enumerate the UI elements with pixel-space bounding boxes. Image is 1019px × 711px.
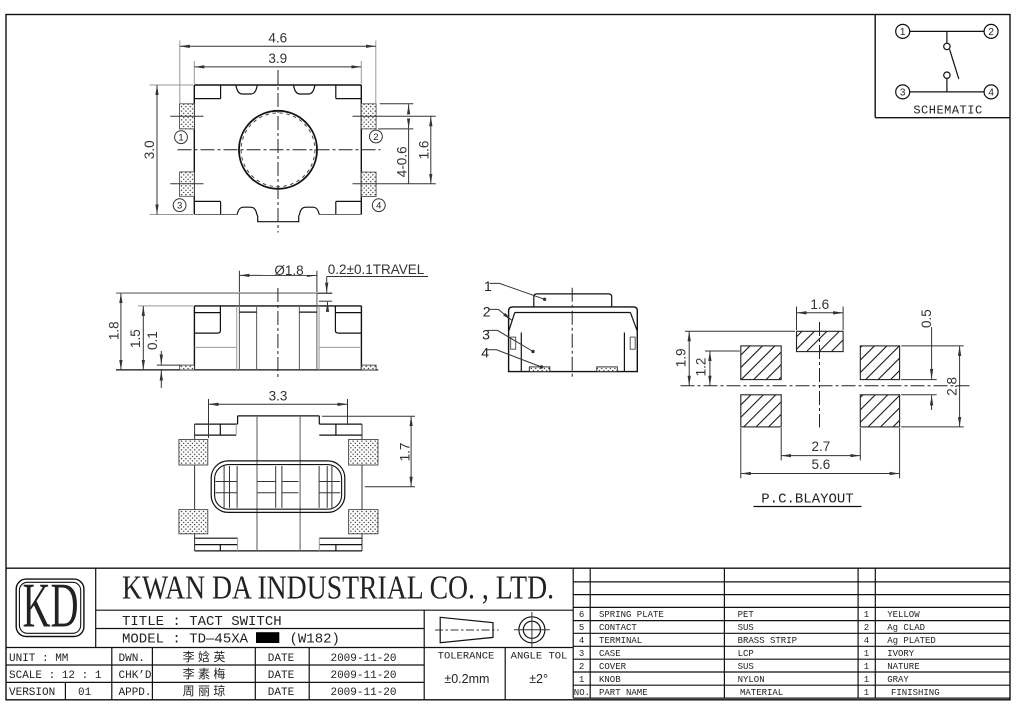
svg-text:DWN.: DWN. — [119, 653, 145, 665]
svg-text:1: 1 — [864, 688, 869, 698]
svg-text:KWAN DA INDUSTRIAL CO. , LTD.: KWAN DA INDUSTRIAL CO. , LTD. — [122, 570, 554, 607]
svg-text:3.3: 3.3 — [269, 388, 288, 403]
svg-text:1: 1 — [484, 278, 492, 294]
svg-text:4: 4 — [579, 636, 584, 646]
svg-text:2009-11-20: 2009-11-20 — [330, 653, 396, 665]
svg-text:1: 1 — [864, 649, 869, 659]
svg-text:5: 5 — [579, 623, 584, 633]
svg-text:1: 1 — [579, 675, 584, 685]
svg-text:3: 3 — [900, 88, 906, 99]
svg-text:±2°: ±2° — [529, 672, 548, 686]
svg-text:TITLE : TACT SWITCH: TITLE : TACT SWITCH — [122, 614, 282, 630]
svg-text:DATE: DATE — [268, 670, 295, 682]
svg-text:4: 4 — [376, 201, 381, 212]
svg-text:SCALE : 12 : 1: SCALE : 12 : 1 — [9, 670, 102, 682]
svg-text:±0.2mm: ±0.2mm — [444, 672, 489, 686]
svg-text:LCP: LCP — [738, 649, 754, 659]
svg-text:KD: KD — [23, 570, 79, 641]
svg-text:NATURE: NATURE — [887, 662, 919, 672]
svg-text:4-0.6: 4-0.6 — [395, 146, 410, 177]
svg-text:2: 2 — [579, 662, 584, 672]
svg-text:2009-11-20: 2009-11-20 — [330, 670, 396, 682]
svg-text:KNOB: KNOB — [599, 675, 621, 685]
svg-text:4: 4 — [481, 345, 489, 361]
svg-text:0.2±0.1TRAVEL: 0.2±0.1TRAVEL — [328, 262, 425, 277]
svg-text:3.9: 3.9 — [268, 51, 287, 66]
svg-text:Ag PLATED: Ag PLATED — [887, 636, 936, 646]
svg-text:1: 1 — [900, 27, 906, 38]
svg-text:Ag CLAD: Ag CLAD — [887, 623, 925, 633]
svg-text:4: 4 — [988, 88, 994, 99]
svg-text:UNIT : MM: UNIT : MM — [9, 653, 68, 665]
svg-text:(W182): (W182) — [290, 632, 340, 648]
svg-text:2009-11-20: 2009-11-20 — [330, 687, 396, 699]
svg-text:3: 3 — [177, 201, 182, 212]
svg-text:1: 1 — [864, 610, 869, 620]
svg-text:CASE: CASE — [599, 649, 621, 659]
svg-text:4: 4 — [864, 636, 869, 646]
svg-text:6: 6 — [579, 610, 584, 620]
svg-text:PART NAME: PART NAME — [599, 688, 648, 698]
svg-text:APPD.: APPD. — [119, 687, 152, 699]
svg-text:1: 1 — [178, 133, 183, 144]
svg-text:Ø1.8: Ø1.8 — [274, 263, 303, 278]
svg-text:GRAY: GRAY — [887, 675, 909, 685]
svg-text:1.6: 1.6 — [810, 297, 829, 312]
svg-text:TOLERANCE: TOLERANCE — [438, 651, 495, 663]
svg-text:1.8: 1.8 — [106, 321, 121, 340]
svg-text:3: 3 — [579, 649, 584, 659]
svg-text:2.8: 2.8 — [945, 377, 960, 396]
svg-text:MODEL : TD—45XA: MODEL : TD—45XA — [122, 632, 249, 648]
svg-text:1: 1 — [864, 662, 869, 672]
svg-text:2: 2 — [373, 132, 378, 143]
svg-text:DATE: DATE — [268, 687, 295, 699]
svg-text:NO.: NO. — [574, 688, 590, 698]
svg-text:李 娢 英: 李 娢 英 — [183, 649, 226, 664]
svg-text:YELLOW: YELLOW — [887, 610, 920, 620]
svg-text:DATE: DATE — [268, 653, 295, 665]
svg-text:NYLON: NYLON — [738, 675, 765, 685]
svg-text:CONTACT: CONTACT — [599, 623, 637, 633]
svg-text:VERSION: VERSION — [9, 687, 55, 699]
svg-text:01: 01 — [78, 687, 92, 699]
svg-text:SCHEMATIC: SCHEMATIC — [913, 104, 982, 118]
svg-text:5.6: 5.6 — [812, 457, 831, 472]
svg-text:FINISHING: FINISHING — [891, 688, 940, 698]
svg-text:2: 2 — [483, 304, 491, 320]
svg-text:1.2: 1.2 — [694, 358, 709, 377]
svg-text:3.0: 3.0 — [142, 140, 157, 159]
svg-text:0.1: 0.1 — [145, 331, 160, 350]
svg-text:CHK’D: CHK’D — [119, 670, 152, 682]
svg-text:MATERIAL: MATERIAL — [740, 688, 783, 698]
svg-text:4.6: 4.6 — [268, 30, 287, 45]
svg-text:2.7: 2.7 — [812, 439, 831, 454]
svg-text:SUS: SUS — [738, 662, 754, 672]
svg-text:ANGLE TOL: ANGLE TOL — [511, 651, 568, 663]
svg-text:1: 1 — [864, 675, 869, 685]
svg-text:1.7: 1.7 — [398, 443, 413, 462]
svg-text:3: 3 — [482, 327, 490, 343]
svg-text:COVER: COVER — [599, 662, 627, 672]
svg-text:2: 2 — [864, 623, 869, 633]
svg-text:PET: PET — [738, 610, 755, 620]
svg-text:0.5: 0.5 — [919, 309, 934, 328]
svg-text:1.6: 1.6 — [417, 141, 432, 160]
svg-text:1.9: 1.9 — [674, 349, 689, 368]
svg-text:李 素 梅: 李 素 梅 — [183, 666, 226, 681]
svg-text:1.5: 1.5 — [128, 329, 143, 348]
svg-text:SPRING PLATE: SPRING PLATE — [599, 610, 664, 620]
svg-text:P.C.BLAYOUT: P.C.BLAYOUT — [761, 492, 853, 508]
svg-text:周 丽 琼: 周 丽 琼 — [183, 683, 226, 698]
svg-text:TERMINAL: TERMINAL — [599, 636, 642, 646]
svg-text:SUS: SUS — [738, 623, 754, 633]
svg-text:IVORY: IVORY — [887, 649, 915, 659]
svg-text:BRASS STRIP: BRASS STRIP — [738, 636, 797, 646]
svg-text:2: 2 — [988, 27, 994, 38]
